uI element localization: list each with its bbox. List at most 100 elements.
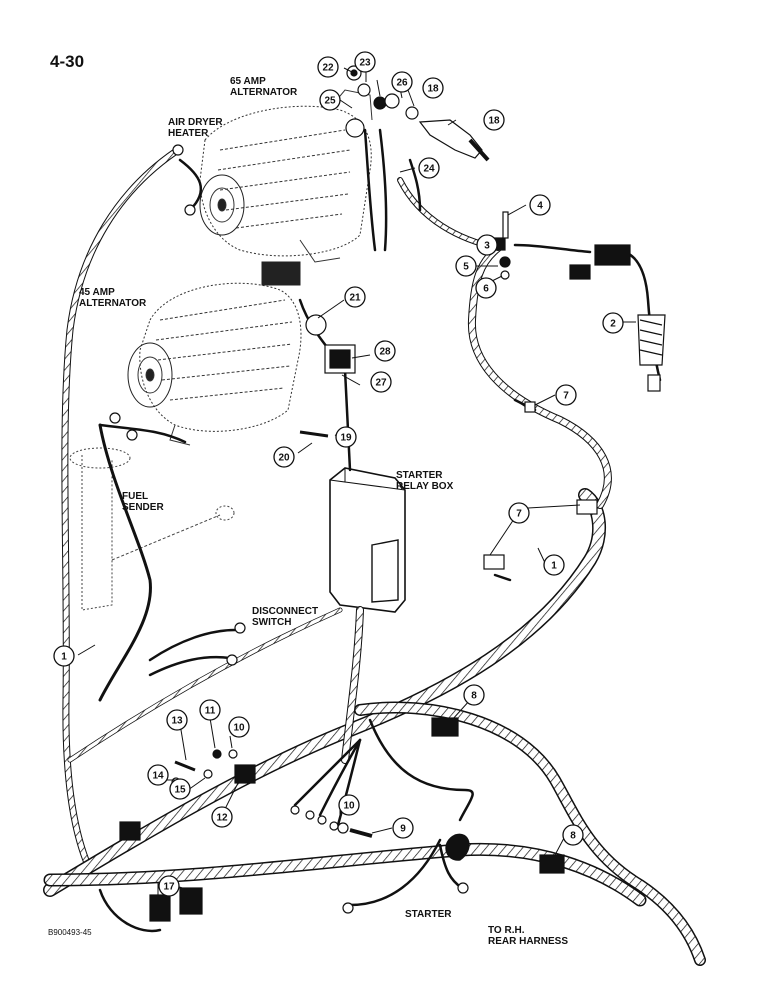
callout-number: 1 bbox=[551, 561, 557, 572]
alternator-45amp bbox=[127, 261, 302, 446]
callout-circle bbox=[463, 684, 485, 706]
callout-24: 24 bbox=[418, 157, 440, 179]
callout-circle bbox=[392, 817, 414, 839]
callout-number: 19 bbox=[340, 433, 352, 444]
callout-circle bbox=[335, 426, 357, 448]
callout-circle bbox=[338, 794, 360, 816]
callout-circle bbox=[476, 234, 498, 256]
callout-number: 8 bbox=[471, 691, 477, 702]
callout-circle bbox=[391, 71, 413, 93]
callout-number: 20 bbox=[278, 453, 290, 464]
wiring-harness bbox=[43, 148, 706, 966]
callout-number: 3 bbox=[484, 241, 490, 252]
callout-number: 17 bbox=[163, 882, 175, 893]
label-65-amp-alternator: 65 AMP ALTERNATOR bbox=[230, 76, 298, 98]
label-45-amp-alternator: 45 AMP ALTERNATOR bbox=[79, 287, 147, 309]
callout-circle bbox=[273, 446, 295, 468]
callout-23: 23 bbox=[354, 51, 376, 73]
callout-3: 3 bbox=[476, 234, 498, 256]
document-code: B900493-45 bbox=[48, 928, 92, 937]
callout-27: 27 bbox=[370, 371, 392, 393]
callout-number: 11 bbox=[205, 706, 216, 717]
callout-circle bbox=[418, 157, 440, 179]
callout-number: 5 bbox=[463, 262, 469, 273]
callout-circle bbox=[166, 709, 188, 731]
callout-number: 24 bbox=[423, 164, 435, 175]
alternator-65amp bbox=[199, 89, 373, 263]
callout-number: 9 bbox=[400, 824, 406, 835]
wires bbox=[98, 128, 662, 933]
callout-circle bbox=[354, 51, 376, 73]
callout-circle bbox=[475, 277, 497, 299]
callout-number: 25 bbox=[324, 96, 336, 107]
callout-number: 18 bbox=[488, 116, 500, 127]
callout-15: 15 bbox=[169, 778, 191, 800]
callout-5: 5 bbox=[455, 255, 477, 277]
label-starter-relay-box: STARTER RELAY BOX bbox=[396, 470, 454, 492]
callout-11: 11 bbox=[199, 699, 221, 721]
label-fuel-sender: FUEL SENDER bbox=[122, 491, 164, 513]
callout-19: 19 bbox=[335, 426, 357, 448]
callout-number: 14 bbox=[152, 771, 164, 782]
callout-circle bbox=[529, 194, 551, 216]
callout-number: 21 bbox=[349, 293, 361, 304]
callout-10: 10 bbox=[338, 794, 360, 816]
callout-circle bbox=[422, 77, 444, 99]
callout-circle bbox=[344, 286, 366, 308]
callout-number: 22 bbox=[322, 63, 334, 74]
callout-8: 8 bbox=[463, 684, 485, 706]
callout-7: 7 bbox=[555, 384, 577, 406]
callout-number: 12 bbox=[216, 813, 228, 824]
callout-circle bbox=[543, 554, 565, 576]
callout-circle bbox=[199, 699, 221, 721]
callout-25: 25 bbox=[319, 89, 341, 111]
callout-circle bbox=[53, 645, 75, 667]
page-number: 4-30 bbox=[50, 52, 85, 71]
callout-18: 18 bbox=[422, 77, 444, 99]
callout-1: 1 bbox=[53, 645, 75, 667]
callout-number: 23 bbox=[359, 58, 371, 69]
callout-6: 6 bbox=[475, 277, 497, 299]
callout-number: 28 bbox=[379, 347, 391, 358]
callout-17: 17 bbox=[158, 875, 180, 897]
callout-4: 4 bbox=[529, 194, 551, 216]
callout-21: 21 bbox=[344, 286, 366, 308]
label-rh-rear-harness: TO R.H. REAR HARNESS bbox=[488, 925, 569, 947]
callout-12: 12 bbox=[211, 806, 233, 828]
callout-number: 7 bbox=[516, 509, 522, 520]
callout-circle bbox=[211, 806, 233, 828]
callout-14: 14 bbox=[147, 764, 169, 786]
callout-18: 18 bbox=[483, 109, 505, 131]
callout-number: 4 bbox=[537, 201, 543, 212]
callout-circle bbox=[158, 875, 180, 897]
callout-number: 8 bbox=[570, 831, 576, 842]
callout-circle bbox=[483, 109, 505, 131]
callout-circle bbox=[555, 384, 577, 406]
fuel-sender bbox=[69, 447, 235, 611]
callout-circle bbox=[602, 312, 624, 334]
callout-number: 10 bbox=[233, 723, 245, 734]
label-disconnect-switch: DISCONNECT SWITCH bbox=[252, 606, 319, 628]
callout-circle bbox=[370, 371, 392, 393]
callout-26: 26 bbox=[391, 71, 413, 93]
callout-number: 26 bbox=[396, 78, 408, 89]
callout-numbers: 1123456778891010111213141517181819202122… bbox=[53, 51, 624, 897]
callout-circle bbox=[374, 340, 396, 362]
callout-10: 10 bbox=[228, 716, 250, 738]
callout-number: 10 bbox=[343, 801, 355, 812]
callout-9: 9 bbox=[392, 817, 414, 839]
callout-circle bbox=[228, 716, 250, 738]
callout-circle bbox=[508, 502, 530, 524]
callout-number: 15 bbox=[174, 785, 186, 796]
hardware bbox=[109, 65, 666, 922]
callout-number: 27 bbox=[375, 378, 387, 389]
callout-circle bbox=[317, 56, 339, 78]
callout-circle bbox=[147, 764, 169, 786]
callout-20: 20 bbox=[273, 446, 295, 468]
callout-number: 6 bbox=[483, 284, 489, 295]
callout-22: 22 bbox=[317, 56, 339, 78]
callout-number: 2 bbox=[610, 319, 616, 330]
callout-number: 13 bbox=[171, 716, 183, 727]
